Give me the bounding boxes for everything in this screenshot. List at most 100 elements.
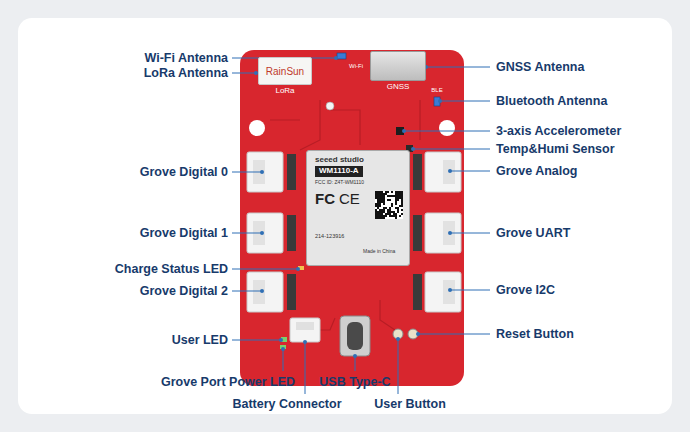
leader-dot xyxy=(416,332,420,336)
qr-cell xyxy=(391,215,393,217)
leader-line xyxy=(305,342,306,394)
grove-connector xyxy=(425,152,461,192)
qr-cell xyxy=(395,201,397,203)
qr-cell xyxy=(391,195,393,197)
card xyxy=(18,18,672,414)
qr-cell xyxy=(379,203,381,205)
rgb-led xyxy=(326,102,334,110)
callout-label: Battery Connector xyxy=(232,397,341,411)
qr-cell xyxy=(389,213,391,215)
pin-header xyxy=(413,274,422,310)
qr-cell xyxy=(395,217,397,219)
grove-connector xyxy=(425,272,461,312)
leader-line xyxy=(232,172,262,173)
qr-cell xyxy=(389,211,391,213)
qr-cell xyxy=(399,197,401,199)
qr-cell xyxy=(377,193,379,195)
pin-header xyxy=(287,274,296,310)
qr-cell xyxy=(377,217,379,219)
qr-cell xyxy=(399,205,401,207)
qr-cell xyxy=(377,197,379,199)
qr-cell xyxy=(391,203,393,205)
qr-cell xyxy=(401,193,403,195)
qr-cell xyxy=(381,199,383,201)
qr-cell xyxy=(387,209,389,211)
wifi-antenna-chip xyxy=(337,53,346,59)
leader-line xyxy=(450,171,490,172)
callout-label: Grove Digital 0 xyxy=(140,165,228,179)
wm1110-module: seeed studioWM1110-AFCC ID: Z4T-WM1110FC… xyxy=(306,150,410,266)
callout-label: Grove Port Power LED xyxy=(161,375,295,389)
qr-cell xyxy=(377,215,379,217)
connector-slot xyxy=(296,322,314,330)
leader-line xyxy=(283,349,284,371)
qr-cell xyxy=(381,209,383,211)
qr-cell xyxy=(401,203,403,205)
qr-cell xyxy=(397,195,399,197)
qr-cell xyxy=(379,213,381,215)
qr-cell xyxy=(391,211,393,213)
qr-cell xyxy=(395,199,397,201)
leader-line xyxy=(232,340,281,341)
qr-cell xyxy=(375,197,377,199)
qr-cell xyxy=(387,211,389,213)
callout-label: Bluetooth Antenna xyxy=(496,94,607,108)
qr-cell xyxy=(375,209,377,211)
qr-cell xyxy=(385,207,387,209)
silkscreen-label: LoRa xyxy=(275,87,294,96)
leader-line xyxy=(232,291,262,292)
qr-cell xyxy=(393,195,395,197)
qr-cell xyxy=(381,217,383,219)
leader-dot xyxy=(296,267,300,271)
callout-label: 3-axis Accelerometer xyxy=(496,124,621,138)
connector-slot xyxy=(443,160,455,184)
qr-cell xyxy=(397,211,399,213)
callout-label: Grove I2C xyxy=(496,283,555,297)
qr-cell xyxy=(375,211,377,213)
qr-cell xyxy=(377,201,379,203)
leader-dot xyxy=(353,354,357,358)
gnss-antenna: GNSS xyxy=(370,51,426,81)
leader-dot xyxy=(438,99,442,103)
pin-header xyxy=(287,154,296,190)
leader-lines xyxy=(232,58,490,394)
qr-cell xyxy=(393,213,395,215)
brand-text: seeed studio xyxy=(315,156,364,165)
qr-cell xyxy=(375,203,377,205)
callout-label: Grove Digital 2 xyxy=(140,284,228,298)
leader-line xyxy=(232,233,262,234)
leader-line xyxy=(418,334,490,335)
fcc-id: FCC ID: Z4T-WM1110 xyxy=(315,180,364,186)
qr-cell xyxy=(377,191,379,193)
leader-dot xyxy=(260,231,264,235)
qr-cell xyxy=(381,211,383,213)
pin-header xyxy=(287,215,296,251)
qr-cell xyxy=(383,197,385,199)
qr-cell xyxy=(383,193,385,195)
qr-cell xyxy=(379,217,381,219)
pcb-trace xyxy=(270,100,420,330)
silkscreen-label: Wi-Fi xyxy=(349,63,363,70)
qr-cell xyxy=(383,217,385,219)
qr-cell xyxy=(385,215,387,217)
qr-cell xyxy=(401,197,403,199)
qr-cell xyxy=(401,213,403,215)
qr-cell xyxy=(383,195,385,197)
leader-dot xyxy=(396,337,400,341)
leader-dot xyxy=(303,340,307,344)
usb-c-port xyxy=(340,316,370,356)
qr-cell xyxy=(395,215,397,217)
qr-cell xyxy=(379,205,381,207)
qr-cell xyxy=(379,201,381,203)
qr-code xyxy=(375,191,403,219)
qr-cell xyxy=(383,209,385,211)
qr-cell xyxy=(379,209,381,211)
qr-cell xyxy=(399,191,401,193)
qr-cell xyxy=(375,215,377,217)
lora-antenna: RainSunLoRa xyxy=(258,57,312,85)
qr-cell xyxy=(381,195,383,197)
leader-dot xyxy=(411,147,415,151)
callout-label: Grove Analog xyxy=(496,164,578,178)
leader-line xyxy=(450,290,490,291)
